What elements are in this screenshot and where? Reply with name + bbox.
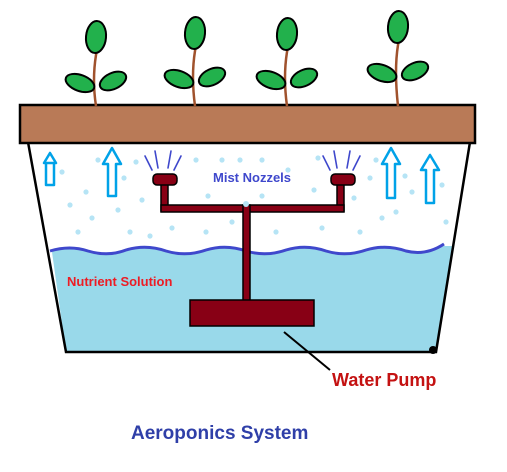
up-arrow-icon xyxy=(101,146,123,198)
up-arrow-icon xyxy=(419,153,441,205)
label-mist-nozzles: Mist Nozzels xyxy=(213,170,291,185)
plant xyxy=(64,20,128,107)
label-nutrient-solution: Nutrient Solution xyxy=(67,274,172,289)
plants xyxy=(64,10,430,107)
spray-lines xyxy=(144,150,361,171)
pipe-horizontal xyxy=(160,204,345,213)
tank-outline xyxy=(26,141,472,354)
diagram-title: Aeroponics System xyxy=(131,423,308,444)
label-water-pump: Water Pump xyxy=(332,370,436,390)
pipe-joint xyxy=(243,201,249,207)
pipe-system xyxy=(152,173,356,327)
mist-arrows xyxy=(42,146,441,205)
water-pump xyxy=(189,299,315,327)
nozzle-left xyxy=(152,173,178,186)
nutrient-water xyxy=(52,246,452,352)
plant xyxy=(163,16,227,107)
nozzle-right xyxy=(330,173,356,186)
plant xyxy=(255,17,319,107)
plant xyxy=(366,10,430,107)
up-arrow-icon xyxy=(380,146,402,200)
up-arrow-icon xyxy=(42,151,58,165)
pipe-main xyxy=(242,204,251,303)
pump-pointer-line xyxy=(283,331,331,371)
tank-drain xyxy=(429,346,437,354)
soil-lid xyxy=(18,103,477,145)
